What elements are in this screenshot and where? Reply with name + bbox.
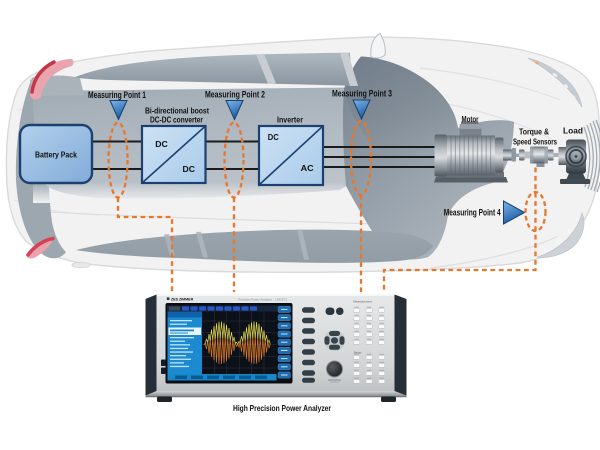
svg-text:Torque &: Torque & [519, 128, 549, 137]
svg-text:DC: DC [155, 140, 168, 149]
svg-text:Measuring Point 3: Measuring Point 3 [332, 88, 392, 98]
svg-text:Load: Load [563, 126, 583, 136]
svg-text:Speed Sensors: Speed Sensors [513, 138, 558, 147]
svg-text:High Precision Power Analyzer: High Precision Power Analyzer [233, 404, 332, 413]
svg-text:Measuring Point 4: Measuring Point 4 [444, 208, 501, 218]
svg-text:Setup: Setup [354, 351, 362, 355]
svg-text:ZES ZIMMER: ZES ZIMMER [171, 298, 194, 302]
svg-text:DC: DC [268, 133, 279, 142]
svg-text:Measuring Point 1: Measuring Point 1 [88, 90, 146, 100]
svg-text:Bi-directional boost: Bi-directional boost [145, 107, 209, 116]
svg-text:AC: AC [301, 164, 314, 173]
svg-text:Motor: Motor [462, 115, 479, 124]
svg-text:Inverter: Inverter [277, 116, 303, 125]
svg-text:Precision Power Analyzer LM: Precision Power Analyzer LMG671 [238, 297, 287, 301]
svg-text:Battery Pack: Battery Pack [35, 151, 78, 160]
svg-text:Measurement: Measurement [354, 300, 373, 304]
svg-text:DC: DC [183, 165, 196, 174]
svg-text:DC-DC converter: DC-DC converter [150, 116, 203, 125]
svg-text:Measuring Point 2: Measuring Point 2 [205, 90, 265, 100]
